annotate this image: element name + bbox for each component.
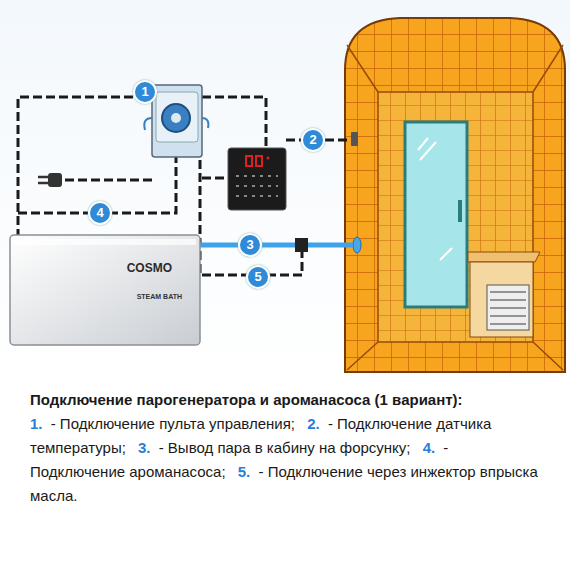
brand-logo: COSMO bbox=[127, 261, 172, 275]
callout-number: 4 bbox=[88, 201, 112, 225]
power-plug bbox=[38, 173, 62, 187]
caption-block: Подключение парогенератора и ароманасоса… bbox=[30, 388, 545, 508]
callout-number: 5 bbox=[246, 265, 270, 289]
callout-number: 3 bbox=[238, 233, 262, 257]
list-item: - Вывод пара в кабину на форсунку; bbox=[159, 439, 411, 456]
background bbox=[0, 0, 570, 380]
list-number: 5. bbox=[238, 463, 251, 480]
list-number: 4. bbox=[423, 439, 436, 456]
oil-injector bbox=[295, 238, 308, 252]
callout-number: 1 bbox=[133, 80, 157, 104]
steam-pipe bbox=[200, 243, 353, 248]
steam-generator-box: COSMO STEAM BATH bbox=[10, 235, 200, 345]
list-item: - Подключение пульта управления; bbox=[51, 415, 295, 432]
list-number: 3. bbox=[138, 439, 151, 456]
control-panel bbox=[228, 148, 286, 210]
sauna-cabin bbox=[345, 18, 565, 372]
list-number: 2. bbox=[307, 415, 320, 432]
callout-number: 2 bbox=[301, 128, 325, 152]
caption-title: Подключение парогенератора и ароманасоса… bbox=[30, 388, 545, 412]
model-label: STEAM BATH bbox=[137, 293, 182, 300]
steam-generator bbox=[10, 235, 200, 345]
list-number: 1. bbox=[30, 415, 43, 432]
